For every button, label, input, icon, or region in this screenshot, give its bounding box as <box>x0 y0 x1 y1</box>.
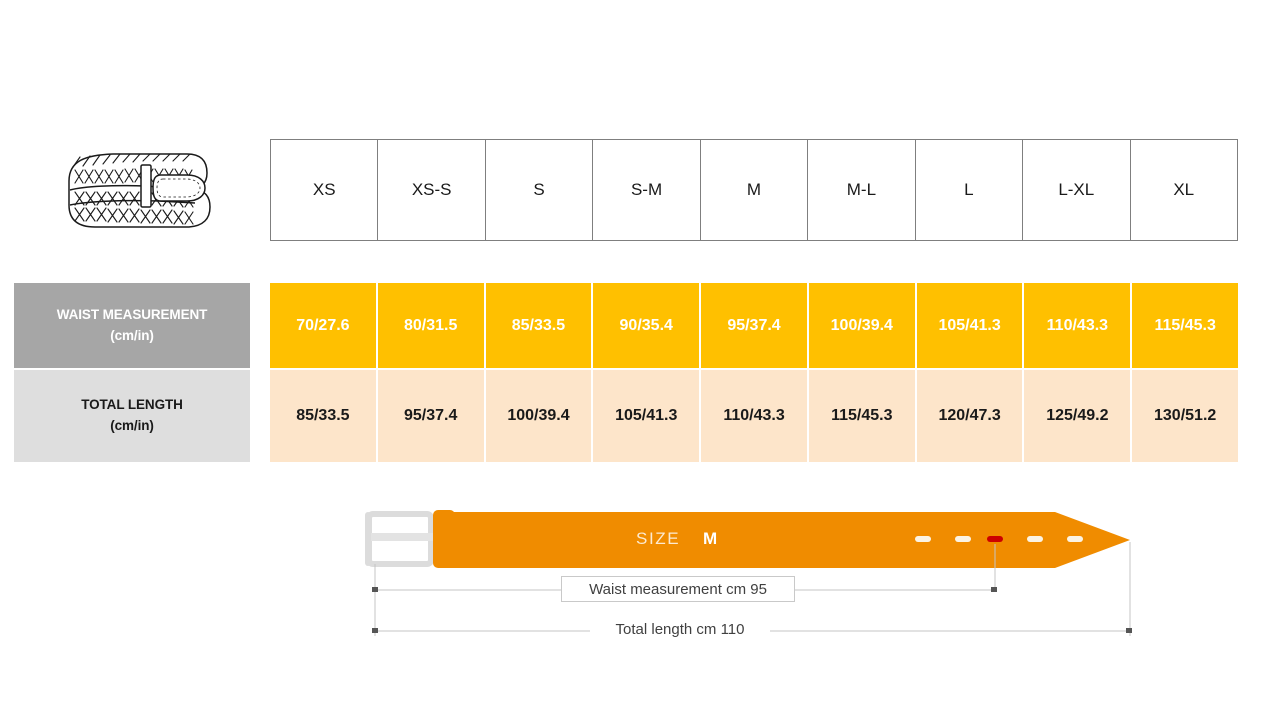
waist-dimension-label: Waist measurement cm 95 <box>561 576 795 602</box>
size-header-cell: S <box>486 140 594 240</box>
waist-value-cell: 95/37.4 <box>701 283 809 368</box>
length-value-cell: 120/47.3 <box>916 370 1025 462</box>
belt-holes <box>915 536 1083 542</box>
size-header-table: XS XS-S S S-M M M-L L L-XL XL <box>270 139 1238 241</box>
waist-value-cell: 90/35.4 <box>593 283 702 368</box>
size-header-cell: S-M <box>593 140 701 240</box>
row-spacer <box>250 283 270 368</box>
braided-belt-icon <box>55 143 215 238</box>
length-value-cell: 125/49.2 <box>1024 370 1133 462</box>
total-length-row: TOTAL LENGTH (cm/in) 85/33.5 95/37.4 100… <box>14 370 1239 462</box>
total-length-label: TOTAL LENGTH (cm/in) <box>14 370 250 462</box>
waist-measurement-label: WAIST MEASUREMENT (cm/in) <box>14 283 250 368</box>
size-header-cell: L <box>916 140 1024 240</box>
active-belt-hole <box>987 536 1003 542</box>
belt-buckle <box>365 511 447 567</box>
length-value-cell: 115/45.3 <box>808 370 917 462</box>
length-value-cell: 110/43.3 <box>701 370 809 462</box>
waist-value-cell: 105/41.3 <box>916 283 1025 368</box>
length-value-cell: 85/33.5 <box>270 370 378 462</box>
length-value-cell: 105/41.3 <box>593 370 702 462</box>
length-value-cell: 100/39.4 <box>485 370 594 462</box>
waist-value-cells: 70/27.6 80/31.5 85/33.5 90/35.4 95/37.4 … <box>270 283 1239 368</box>
size-header-cell: XS-S <box>378 140 486 240</box>
length-label-title: TOTAL LENGTH <box>81 397 183 413</box>
waist-value-cell: 115/45.3 <box>1132 283 1239 368</box>
size-header-cell: XS <box>271 140 379 240</box>
waist-label-unit: (cm/in) <box>110 327 154 343</box>
total-length-dimension-label: Total length cm 110 <box>590 617 770 641</box>
size-header-cell: XL <box>1173 180 1195 199</box>
size-header-cell: M-L <box>808 140 916 240</box>
waist-measurement-row: WAIST MEASUREMENT (cm/in) 70/27.6 80/31.… <box>14 283 1239 368</box>
length-value-cell: 130/51.2 <box>1132 370 1239 462</box>
length-label-unit: (cm/in) <box>110 418 154 433</box>
waist-value-cell: 80/31.5 <box>377 283 486 368</box>
waist-value-cell: 70/27.6 <box>270 283 378 368</box>
waist-value-cell: 85/33.5 <box>485 283 594 368</box>
waist-value-cell: 100/39.4 <box>808 283 917 368</box>
length-value-cell: 95/37.4 <box>377 370 486 462</box>
size-header-cell: M <box>701 140 809 240</box>
belt-dimension-diagram <box>355 500 1155 650</box>
waist-value-cell: 110/43.3 <box>1024 283 1133 368</box>
size-header-cell: L-XL <box>1023 140 1131 240</box>
length-value-cells: 85/33.5 95/37.4 100/39.4 105/41.3 110/43… <box>270 370 1239 462</box>
row-spacer <box>250 370 270 462</box>
waist-label-title: WAIST MEASUREMENT <box>56 306 208 322</box>
